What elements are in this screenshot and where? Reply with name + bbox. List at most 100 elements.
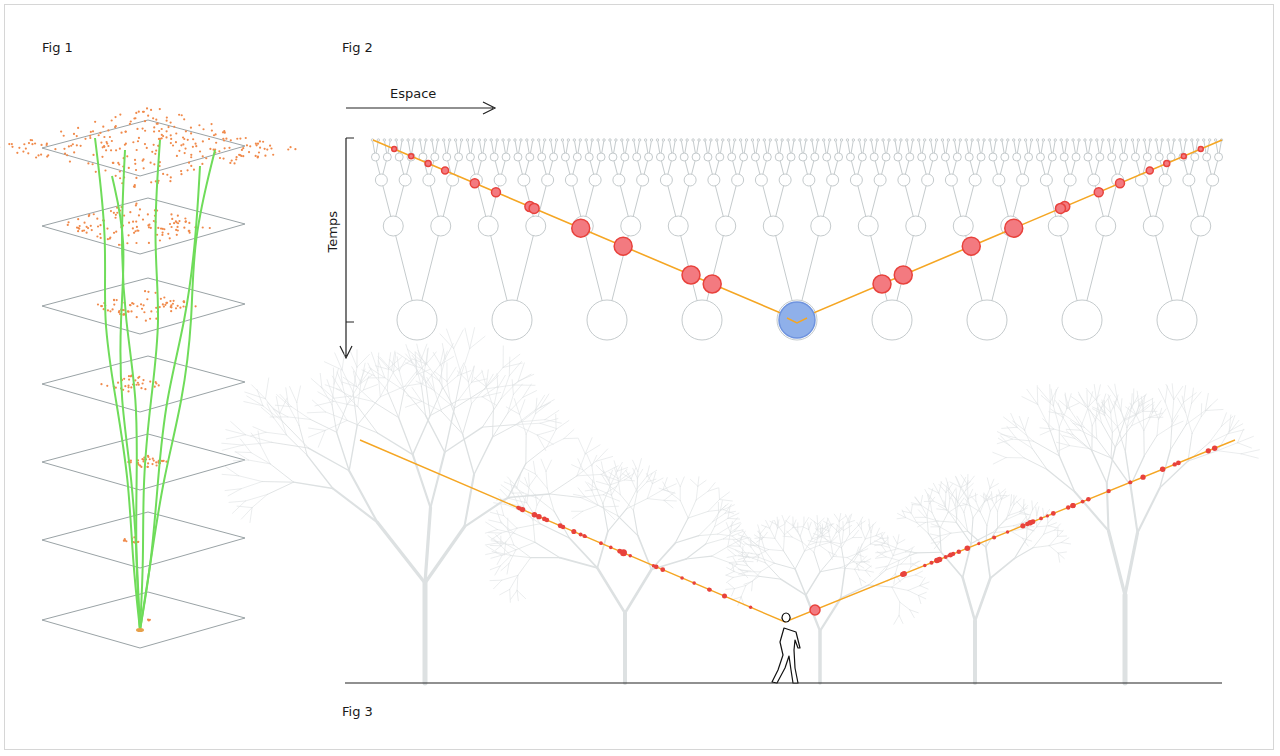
point [134,117,136,119]
tree-branch [257,389,263,405]
tree-node [466,139,468,141]
tree-branch [647,499,664,501]
tree-node [803,174,815,186]
tree-branch [528,473,530,486]
tree-branch [474,437,492,474]
tree-branch [853,530,859,537]
tree-branch [870,532,872,544]
tree-branch [738,535,748,538]
tree-branch [920,578,925,586]
tree-branch [510,575,518,589]
tree-branch [470,328,475,349]
point [107,129,109,131]
tree-branch [506,528,517,542]
origin [136,628,144,632]
point [106,228,108,230]
tree-branch [337,372,342,385]
tree-node [1048,139,1050,141]
tree-node [1191,216,1211,236]
tree-branch [708,483,715,492]
point [136,128,138,130]
point [173,126,175,128]
point [180,144,182,146]
tree-branch [802,542,814,552]
point [175,141,177,143]
point [138,111,140,113]
point [143,304,145,306]
tree-node [775,153,783,161]
tree-node [1096,216,1116,236]
tree-branch [842,548,845,569]
point [158,384,160,386]
tree-node [526,216,546,236]
point [8,143,10,145]
point [115,125,117,127]
point [113,212,115,214]
point [40,144,42,146]
point [287,148,289,150]
tree-node [686,139,688,141]
tree-branch [869,519,870,528]
point [116,212,118,214]
tree-branch [239,476,262,482]
tree-node [478,139,480,141]
point [147,466,149,468]
point [150,181,152,183]
tree-node [1149,139,1151,141]
tree-node [645,153,653,161]
tree-branch [602,506,618,508]
tree-node [1102,139,1104,141]
tree-node [922,174,934,186]
tree-branch [489,532,501,533]
tree-node [1157,300,1197,340]
point [40,153,42,155]
tree-node [423,174,435,186]
tree-branch [816,541,827,543]
tree-node [787,153,795,161]
tree-node [858,216,878,236]
tree-node [1024,139,1026,141]
tree-branch [738,569,747,572]
tree-node [870,153,878,161]
tree-branch [226,435,245,439]
tree-node [995,139,997,141]
point [149,380,151,382]
tree-branch [495,566,500,575]
point [153,459,155,461]
point [143,167,145,169]
tree-branch [663,478,667,490]
tree-branch [342,370,353,392]
point [186,169,188,171]
tree-branch [823,536,831,537]
tree-node [514,139,516,141]
point [132,227,134,229]
tree-branch [775,521,778,529]
point [149,318,151,320]
tree-branch [266,432,286,435]
tree-node [777,300,817,340]
tree-node [779,174,791,186]
tree-branch [738,557,746,560]
tree-branch [527,486,530,503]
tree-branch [696,491,708,500]
point [177,222,179,224]
point [192,146,194,148]
tree-branch [793,526,802,528]
point [235,158,237,160]
tree-branch [856,563,863,568]
tree-branch [637,472,639,489]
tree-branch [897,540,905,544]
tree-node [407,139,409,141]
point [110,210,112,212]
tree-branch [809,522,812,529]
tree-branch [394,360,412,372]
point [180,170,182,172]
point [130,120,132,122]
tree-node [781,139,783,141]
tree-node [1084,153,1092,161]
tree-node [597,153,605,161]
tree-branch [625,473,634,479]
tree-branch [310,419,336,432]
point [157,123,159,125]
tree-branch [625,569,651,613]
